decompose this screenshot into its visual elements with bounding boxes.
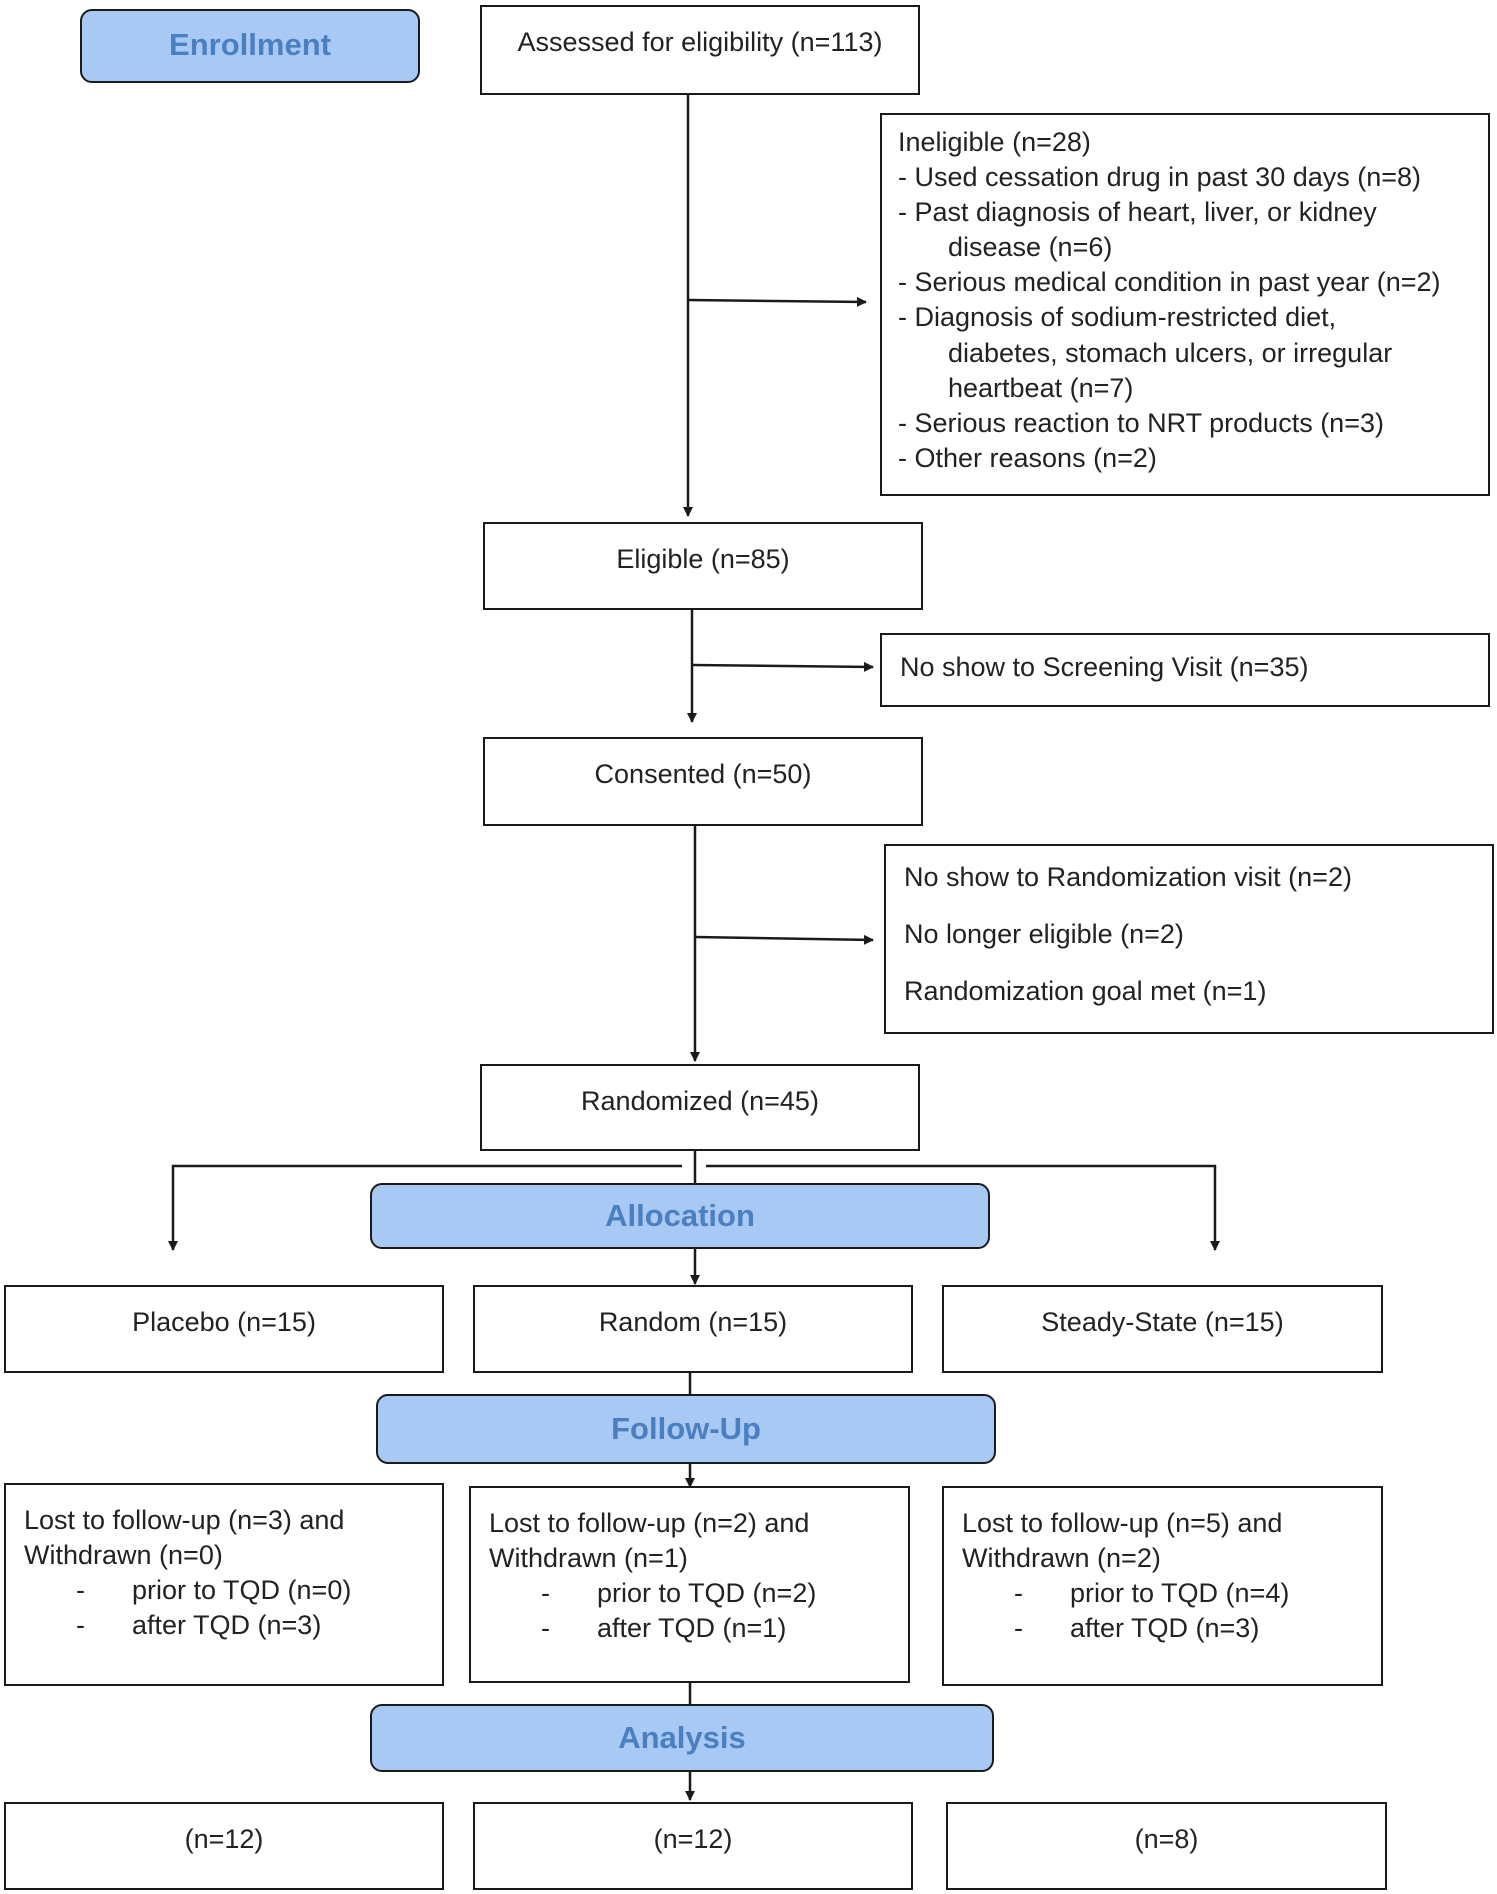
analysis-placebo-box: (n=12) bbox=[4, 1802, 444, 1890]
arrow-to-no-show-screening bbox=[691, 661, 874, 672]
stage-analysis: Analysis bbox=[370, 1704, 994, 1772]
ineligible-reason: - Diagnosis of sodium-restricted diet, bbox=[898, 302, 1337, 333]
ineligible-reason: - Serious reaction to NRT products (n=3) bbox=[898, 407, 1384, 438]
after-tqd: -after TQD (n=3) bbox=[1014, 1613, 1260, 1644]
follow-up-steady-state-box: Lost to follow-up (n=5) and Withdrawn (n… bbox=[942, 1486, 1383, 1686]
arrow-to-placebo-branch bbox=[168, 1164, 682, 1251]
withdrawn: Withdrawn (n=1) bbox=[489, 1543, 688, 1574]
stage-follow-up: Follow-Up bbox=[376, 1394, 996, 1464]
ineligible-reason: - Serious medical condition in past year… bbox=[898, 267, 1441, 298]
randomized-box: Randomized (n=45) bbox=[480, 1064, 920, 1151]
lost-to-follow-up: Lost to follow-up (n=3) and bbox=[24, 1505, 345, 1535]
excluded-box: No show to Randomization visit (n=2) No … bbox=[884, 844, 1494, 1034]
eligible-box: Eligible (n=85) bbox=[483, 522, 923, 610]
excluded-reason: No longer eligible (n=2) bbox=[904, 919, 1184, 950]
arrow-to-excluded bbox=[694, 934, 874, 945]
after-tqd: -after TQD (n=1) bbox=[541, 1613, 787, 1644]
withdrawn: Withdrawn (n=2) bbox=[962, 1543, 1161, 1574]
arm-placebo-box: Placebo (n=15) bbox=[4, 1285, 444, 1373]
lost-to-follow-up: Lost to follow-up (n=2) and bbox=[489, 1508, 810, 1538]
ineligible-reason-cont: disease (n=6) bbox=[948, 232, 1113, 263]
after-tqd: -after TQD (n=3) bbox=[76, 1610, 322, 1641]
ineligible-reason: - Used cessation drug in past 30 days (n… bbox=[898, 162, 1422, 193]
arm-random-box: Random (n=15) bbox=[473, 1285, 913, 1373]
follow-up-placebo-box: Lost to follow-up (n=3) and Withdrawn (n… bbox=[4, 1483, 444, 1686]
prior-to-tqd: -prior to TQD (n=2) bbox=[541, 1578, 817, 1609]
assessed-box: Assessed for eligibility (n=113) bbox=[480, 5, 920, 95]
ineligible-reason: - Past diagnosis of heart, liver, or kid… bbox=[898, 197, 1377, 228]
analysis-steady-state-box: (n=8) bbox=[946, 1802, 1387, 1890]
ineligible-reason-cont: heartbeat (n=7) bbox=[948, 372, 1134, 403]
arm-steady-state-box: Steady-State (n=15) bbox=[942, 1285, 1383, 1373]
follow-up-random-box: Lost to follow-up (n=2) and Withdrawn (n… bbox=[469, 1486, 910, 1683]
prior-to-tqd: -prior to TQD (n=0) bbox=[76, 1575, 352, 1606]
consented-box: Consented (n=50) bbox=[483, 737, 923, 826]
excluded-reason: No show to Randomization visit (n=2) bbox=[904, 862, 1352, 892]
analysis-random-box: (n=12) bbox=[473, 1802, 913, 1890]
stage-allocation: Allocation bbox=[370, 1183, 990, 1249]
arrow-to-ineligible bbox=[687, 296, 867, 307]
stage-enrollment: Enrollment bbox=[80, 9, 420, 83]
ineligible-reason: - Other reasons (n=2) bbox=[898, 442, 1157, 473]
ineligible-box: Ineligible (n=28) - Used cessation drug … bbox=[880, 113, 1490, 496]
no-show-screening-box: No show to Screening Visit (n=35) bbox=[880, 633, 1490, 707]
lost-to-follow-up: Lost to follow-up (n=5) and bbox=[962, 1508, 1283, 1538]
ineligible-reason-cont: diabetes, stomach ulcers, or irregular bbox=[948, 337, 1393, 368]
arrow-to-steady-state-branch bbox=[706, 1164, 1220, 1251]
excluded-reason: Randomization goal met (n=1) bbox=[904, 976, 1267, 1007]
withdrawn: Withdrawn (n=0) bbox=[24, 1540, 223, 1571]
ineligible-title: Ineligible (n=28) bbox=[898, 127, 1091, 157]
prior-to-tqd: -prior to TQD (n=4) bbox=[1014, 1578, 1290, 1609]
